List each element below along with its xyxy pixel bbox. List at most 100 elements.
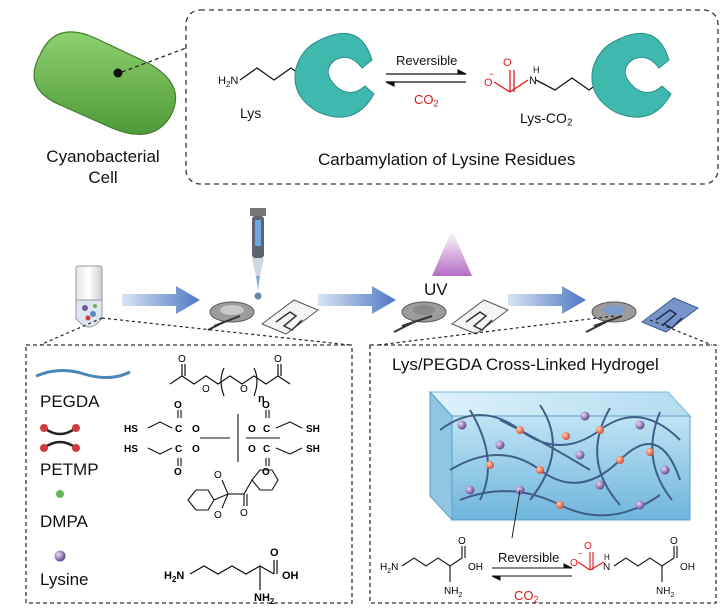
process-arrow <box>318 286 396 314</box>
svg-text:C: C <box>175 444 182 455</box>
svg-text:C: C <box>263 444 270 455</box>
carbamylation-caption: Carbamylation of Lysine Residues <box>318 150 576 169</box>
svg-text:H2N: H2N <box>164 570 184 584</box>
dmpa-oxygen: O <box>240 508 248 519</box>
amide-hydrogen: H <box>533 65 540 75</box>
carbonyl-oxygen: O <box>503 57 512 69</box>
lys-co2-label: Lys-CO2 <box>520 110 573 129</box>
svg-text:N: N <box>603 562 610 573</box>
svg-text:O: O <box>192 424 200 435</box>
legend-pegda: PEGDA <box>40 392 100 411</box>
hydrogel-block <box>428 390 692 522</box>
svg-text:O: O <box>670 536 678 547</box>
svg-text:−: − <box>578 549 583 558</box>
lysine-structure-legend <box>189 560 278 590</box>
svg-text:NH2: NH2 <box>444 586 462 599</box>
carbamate-structure-gel <box>577 546 678 582</box>
svg-text:O: O <box>458 536 466 547</box>
svg-text:OH: OH <box>468 562 483 573</box>
negative-charge: − <box>489 69 494 79</box>
process-arrow <box>508 286 586 314</box>
pegda-structure <box>169 364 291 397</box>
uv-label: UV <box>424 280 448 299</box>
svg-text:O: O <box>570 558 578 569</box>
electrode-device-1 <box>207 299 319 335</box>
h2n-group-top: H2N <box>218 75 238 89</box>
petmp-icon <box>40 424 80 452</box>
svg-text:O: O <box>262 467 270 478</box>
lys-label: Lys <box>240 105 262 121</box>
lysine-structure-gel <box>401 546 466 582</box>
svg-text:O: O <box>192 444 200 455</box>
enzyme-icon <box>294 32 375 118</box>
svg-text:HS: HS <box>124 424 138 435</box>
carboxylate-oxygen: O <box>484 77 493 89</box>
co2-label-top: CO2 <box>414 92 439 109</box>
cyanobacterial-cell <box>33 31 177 135</box>
pegda-oxygen: O <box>240 384 248 395</box>
zoom-leader-line <box>39 317 103 346</box>
reversible-arrows-bottom <box>491 563 573 581</box>
dmpa-oxygen: O <box>214 470 222 481</box>
lysine-icon <box>54 550 66 562</box>
electrode-device-3 <box>585 297 699 333</box>
dmpa-oxygen: O <box>214 510 222 521</box>
amide-nitrogen: N <box>529 75 537 87</box>
svg-text:OH: OH <box>680 562 695 573</box>
zoom-leader-line <box>377 315 615 346</box>
svg-text:NH2: NH2 <box>656 586 674 599</box>
polymer-network <box>439 404 681 517</box>
pipette-icon <box>250 208 266 300</box>
lysine-atom-labels: H2N O OH NH2 <box>164 547 299 606</box>
components-panel-border <box>25 344 353 604</box>
pegda-n-subscript: n <box>258 393 265 405</box>
co2-label-bottom: CO2 <box>514 588 539 605</box>
svg-text:O: O <box>248 444 256 455</box>
dmpa-icon <box>56 490 64 498</box>
svg-text:O: O <box>262 400 270 411</box>
electrode-device-2 <box>393 299 509 335</box>
svg-text:O: O <box>174 467 182 478</box>
hydrogel-panel-border <box>369 344 717 604</box>
legend-lysine: Lysine <box>40 570 89 589</box>
svg-text:NH2: NH2 <box>254 592 275 606</box>
enzyme-icon-right <box>591 32 672 118</box>
svg-text:C: C <box>175 424 182 435</box>
zoom-leader-line <box>649 319 713 346</box>
svg-text:H2N: H2N <box>380 562 398 575</box>
reversible-arrows-top <box>385 69 467 87</box>
svg-text:O: O <box>584 541 592 552</box>
lysine-particles <box>457 411 670 510</box>
svg-text:SH: SH <box>306 444 320 455</box>
legend-petmp: PETMP <box>40 460 99 479</box>
cell-marker-dot <box>113 68 123 78</box>
pegda-icon <box>35 369 131 379</box>
pegda-oxygen: O <box>178 354 186 365</box>
legend-dmpa: DMPA <box>40 512 88 531</box>
svg-text:O: O <box>248 424 256 435</box>
crosslink-nodes <box>486 426 654 509</box>
zoom-pointer-line <box>511 489 521 539</box>
dmpa-structure <box>187 469 279 511</box>
svg-text:SH: SH <box>306 424 320 435</box>
zoom-leader-line <box>121 47 187 73</box>
process-arrow <box>122 286 200 314</box>
carbamate-gel-atoms: O O − N H O OH NH2 <box>570 536 695 599</box>
pegda-oxygen: O <box>202 384 210 395</box>
uv-light-beam <box>432 230 472 276</box>
svg-text:OH: OH <box>282 570 299 582</box>
reversible-label-bottom: Reversible <box>498 550 560 565</box>
carbamylation-panel-border <box>185 9 719 185</box>
test-tube <box>75 265 103 328</box>
hydrogel-title: Lys/PEGDA Cross-Linked Hydrogel <box>392 355 659 374</box>
petmp-structure <box>147 410 303 466</box>
lysine-gel-atoms: H2N O OH NH2 <box>380 536 483 599</box>
svg-text:O: O <box>270 547 279 559</box>
petmp-atom-labels: HS HS SH SH C C C C O O O O O O O O <box>124 400 320 478</box>
svg-text:H: H <box>604 553 610 562</box>
cell-label: Cyanobacterial Cell <box>46 147 160 187</box>
svg-text:O: O <box>174 400 182 411</box>
svg-text:HS: HS <box>124 444 138 455</box>
reversible-label-top: Reversible <box>396 53 458 68</box>
